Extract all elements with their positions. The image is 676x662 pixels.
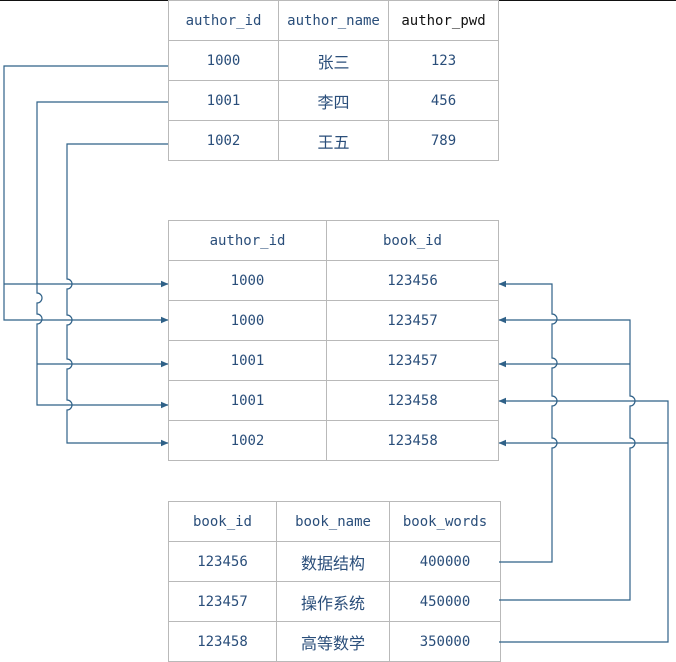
table-row: 1001 李四 456 xyxy=(168,80,499,121)
connector-book-123457 xyxy=(498,316,636,601)
connector-author-1002 xyxy=(66,143,169,447)
cell-author-id: 1000 xyxy=(168,300,327,341)
connector-book-123458 xyxy=(498,397,669,643)
cell-author-id: 1001 xyxy=(168,340,327,381)
cell-author-name: 李四 xyxy=(278,80,389,121)
cell-book-id: 123456 xyxy=(326,260,499,301)
cell-author-id: 1000 xyxy=(168,260,327,301)
column-header-book-name: book_name xyxy=(276,501,390,542)
connector-author-1001 xyxy=(36,101,169,409)
table-row: 1000 张三 123 xyxy=(168,40,499,81)
column-header-book-id: book_id xyxy=(168,501,277,542)
connector-author-1000 xyxy=(3,65,169,324)
cell-author-pwd: 456 xyxy=(388,80,499,121)
column-header-author-name: author_name xyxy=(278,0,389,41)
table-header-row: author_id book_id xyxy=(168,220,499,261)
authors-table: author_id author_name author_pwd 1000 张三… xyxy=(168,0,499,161)
table-row: 123457 操作系统 450000 xyxy=(168,581,501,622)
table-row: 1002 123458 xyxy=(168,420,499,461)
cell-book-id: 123458 xyxy=(326,420,499,461)
table-header-row: book_id book_name book_words xyxy=(168,501,501,542)
cell-book-id: 123457 xyxy=(168,581,277,622)
cell-author-pwd: 123 xyxy=(388,40,499,81)
table-row: 1002 王五 789 xyxy=(168,120,499,161)
cell-author-id: 1002 xyxy=(168,120,279,161)
table-row: 123458 高等数学 350000 xyxy=(168,621,501,662)
table-header-row: author_id author_name author_pwd xyxy=(168,0,499,41)
books-table: book_id book_name book_words 123456 数据结构… xyxy=(168,501,501,662)
cell-book-id: 123458 xyxy=(168,621,277,662)
author-book-table: author_id book_id 1000 123456 1000 12345… xyxy=(168,220,499,461)
column-header-author-id: author_id xyxy=(168,0,279,41)
connector-book-123456 xyxy=(498,280,558,563)
cell-author-name: 王五 xyxy=(278,120,389,161)
column-header-book-id: book_id xyxy=(326,220,499,261)
cell-author-id: 1002 xyxy=(168,420,327,461)
table-row: 1001 123458 xyxy=(168,380,499,421)
cell-author-name: 张三 xyxy=(278,40,389,81)
cell-author-id: 1000 xyxy=(168,40,279,81)
cell-book-name: 操作系统 xyxy=(276,581,390,622)
column-header-author-pwd: author_pwd xyxy=(388,0,499,41)
cell-author-id: 1001 xyxy=(168,80,279,121)
column-header-author-id: author_id xyxy=(168,220,327,261)
cell-author-pwd: 789 xyxy=(388,120,499,161)
cell-book-words: 400000 xyxy=(389,541,501,582)
cell-book-id: 123457 xyxy=(326,340,499,381)
column-header-book-words: book_words xyxy=(389,501,501,542)
cell-book-words: 350000 xyxy=(389,621,501,662)
cell-book-id: 123458 xyxy=(326,380,499,421)
table-row: 1000 123456 xyxy=(168,260,499,301)
table-row: 1001 123457 xyxy=(168,340,499,381)
cell-book-words: 450000 xyxy=(389,581,501,622)
